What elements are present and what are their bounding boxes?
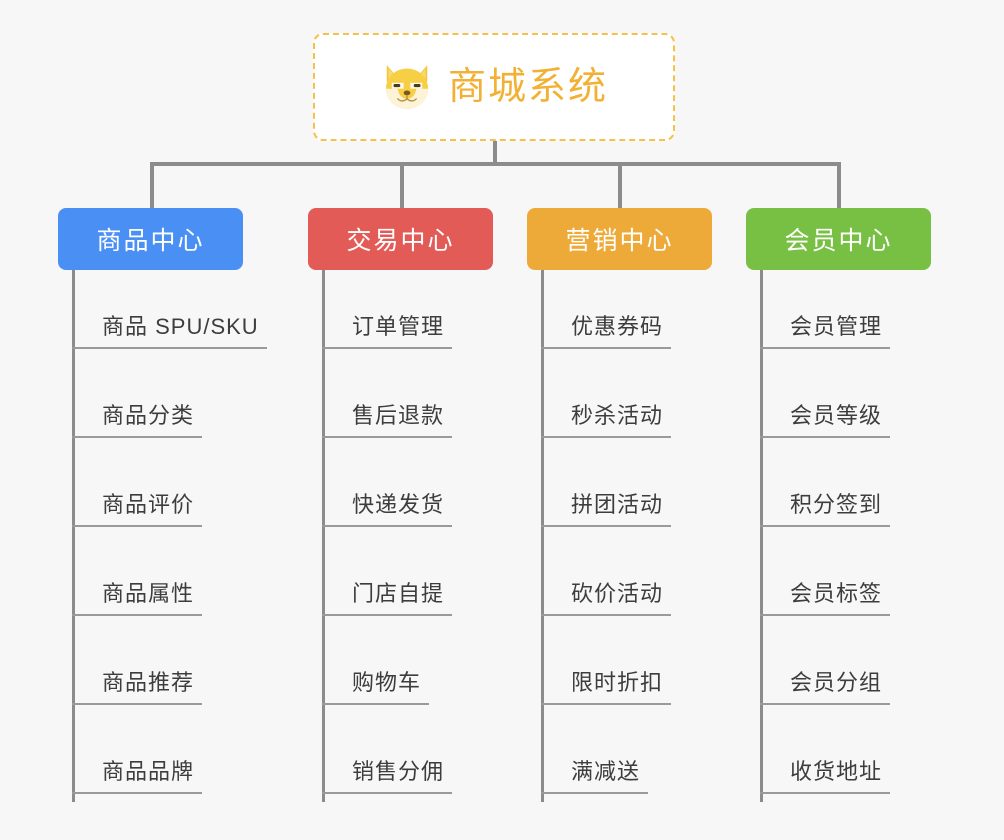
- leaf-item[interactable]: 商品属性: [72, 531, 302, 620]
- leaf-label: 会员等级: [760, 398, 891, 438]
- leaf-item[interactable]: 砍价活动: [541, 531, 771, 620]
- leaf-label: 限时折扣: [541, 665, 672, 705]
- leaf-item[interactable]: 拼团活动: [541, 442, 771, 531]
- leaf-item[interactable]: 会员管理: [760, 264, 990, 353]
- category-box-1[interactable]: 商品中心: [58, 208, 243, 270]
- leaf-item[interactable]: 快递发货: [322, 442, 552, 531]
- leaf-item[interactable]: 限时折扣: [541, 620, 771, 709]
- leaf-label: 售后退款: [322, 398, 453, 438]
- leaf-item[interactable]: 售后退款: [322, 353, 552, 442]
- leaf-item[interactable]: 购物车: [322, 620, 552, 709]
- category-label-3: 营销中心: [565, 227, 674, 255]
- category-label-2: 交易中心: [346, 227, 455, 255]
- leaf-item[interactable]: 收货地址: [760, 709, 990, 798]
- leaf-label: 会员标签: [760, 576, 891, 616]
- connector-drop-4: [837, 162, 841, 209]
- root-title: 商城系统: [447, 66, 608, 108]
- leaf-item[interactable]: 商品 SPU/SKU: [72, 264, 302, 353]
- category-box-2[interactable]: 交易中心: [308, 208, 493, 270]
- leaf-label: 商品 SPU/SKU: [72, 309, 267, 349]
- leaf-label: 商品推荐: [72, 665, 203, 705]
- leaf-label: 订单管理: [322, 309, 453, 349]
- leaf-item[interactable]: 订单管理: [322, 264, 552, 353]
- shiba-dog-icon: [385, 65, 429, 109]
- branch-spine-1: [72, 270, 75, 802]
- leaf-label: 商品属性: [72, 576, 203, 616]
- leaf-item[interactable]: 商品分类: [72, 353, 302, 442]
- leaf-label: 优惠券码: [541, 309, 672, 349]
- branch-spine-4: [760, 270, 763, 802]
- category-label-4: 会员中心: [784, 227, 893, 255]
- connector-drop-1: [150, 162, 154, 209]
- leaf-label: 会员分组: [760, 665, 891, 705]
- leaf-item[interactable]: 销售分佣: [322, 709, 552, 798]
- leaf-label: 砍价活动: [541, 576, 672, 616]
- connector-root-stem: [493, 141, 497, 165]
- leaf-item[interactable]: 满减送: [541, 709, 771, 798]
- leaf-item[interactable]: 秒杀活动: [541, 353, 771, 442]
- leaf-label: 购物车: [322, 665, 430, 705]
- leaf-item[interactable]: 会员分组: [760, 620, 990, 709]
- connector-drop-3: [618, 162, 622, 209]
- leaf-item[interactable]: 门店自提: [322, 531, 552, 620]
- leaf-label: 快递发货: [322, 487, 453, 527]
- leaf-item[interactable]: 会员等级: [760, 353, 990, 442]
- leaf-item[interactable]: 商品品牌: [72, 709, 302, 798]
- leaf-item[interactable]: 优惠券码: [541, 264, 771, 353]
- leaf-label: 销售分佣: [322, 754, 453, 794]
- leaf-label: 积分签到: [760, 487, 891, 527]
- leaf-label: 商品分类: [72, 398, 203, 438]
- root-node[interactable]: 商城系统: [313, 33, 675, 141]
- leaf-label: 满减送: [541, 754, 649, 794]
- leaf-label: 会员管理: [760, 309, 891, 349]
- leaf-item[interactable]: 商品评价: [72, 442, 302, 531]
- leaf-label: 门店自提: [322, 576, 453, 616]
- leaf-label: 商品品牌: [72, 754, 203, 794]
- branch-spine-3: [541, 270, 544, 802]
- leaf-item[interactable]: 积分签到: [760, 442, 990, 531]
- branch-spine-2: [322, 270, 325, 802]
- connector-horizontal-bus: [150, 162, 841, 166]
- category-box-3[interactable]: 营销中心: [527, 208, 712, 270]
- leaf-label: 拼团活动: [541, 487, 672, 527]
- leaf-label: 秒杀活动: [541, 398, 672, 438]
- leaf-label: 收货地址: [760, 754, 891, 794]
- category-label-1: 商品中心: [96, 227, 205, 255]
- leaf-label: 商品评价: [72, 487, 203, 527]
- leaf-item[interactable]: 商品推荐: [72, 620, 302, 709]
- connector-drop-2: [400, 162, 404, 209]
- category-box-4[interactable]: 会员中心: [746, 208, 931, 270]
- leaf-item[interactable]: 会员标签: [760, 531, 990, 620]
